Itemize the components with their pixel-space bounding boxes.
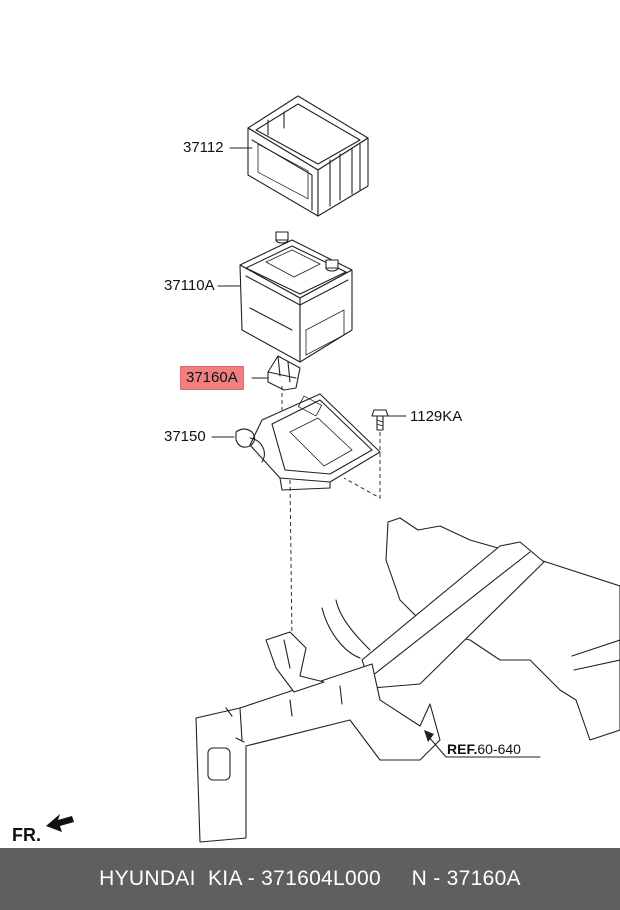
part-label-37110A: 37110A (164, 277, 215, 294)
bolt-drawing (371, 409, 389, 431)
part-label-37150: 37150 (164, 428, 206, 445)
assembly-line-c (343, 432, 381, 499)
reference-label: REF.60-640 (447, 740, 521, 758)
part-label-37112: 37112 (183, 139, 224, 156)
part-label-1129KA: 1129KA (410, 408, 463, 425)
front-arrow-icon (46, 814, 74, 832)
front-direction-label: FR. (12, 825, 41, 845)
reference-prefix: REF. (447, 741, 478, 757)
battery-drawing (239, 231, 353, 363)
ref-arrowhead (424, 730, 434, 742)
battery-tray-drawing (235, 393, 381, 491)
part-label-37160A[interactable]: 37160A (180, 366, 244, 390)
leader-ref (427, 735, 541, 758)
footer-text: HYUNDAI KIA - 371604L000 N - 37160A (99, 867, 521, 890)
clamp-drawing (267, 355, 301, 391)
part-number-footer: HYUNDAI KIA - 371604L000 N - 37160A (0, 848, 620, 910)
battery-cover-drawing (247, 95, 369, 217)
exploded-parts-diagram (46, 95, 620, 843)
assembly-line-b (289, 479, 293, 641)
vehicle-body-drawing (195, 517, 620, 843)
reference-code: 60-640 (477, 741, 521, 757)
